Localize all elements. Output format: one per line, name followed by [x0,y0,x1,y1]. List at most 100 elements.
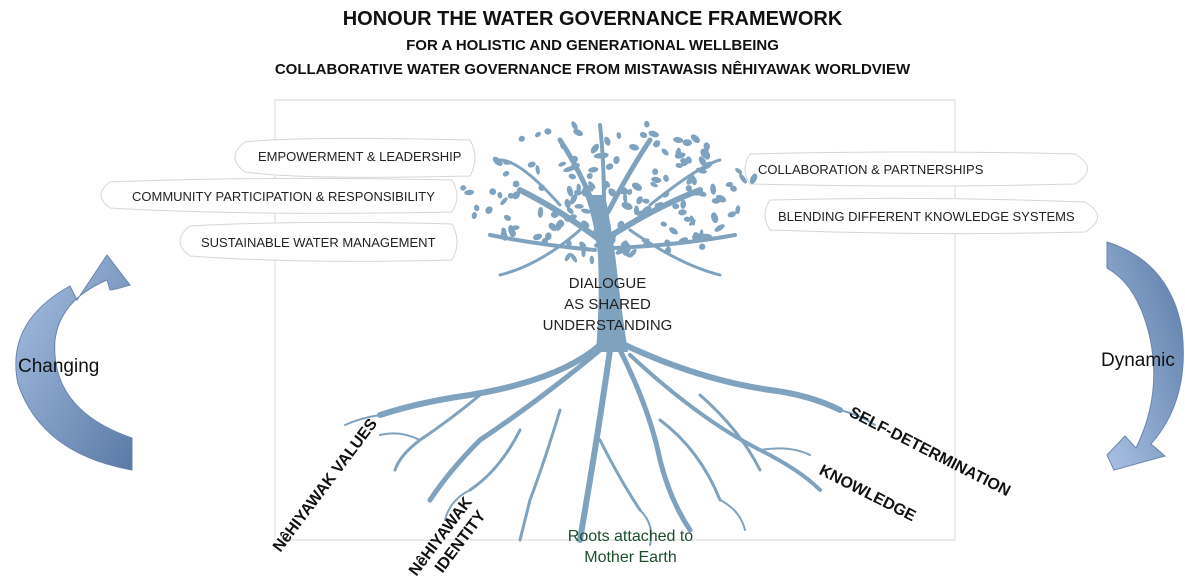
leaf [672,203,680,210]
framework-subtitle: FOR A HOLISTIC AND GENERATIONAL WELLBEIN… [406,37,779,54]
leaf [566,185,574,197]
leaf [489,188,497,196]
leaf [589,255,595,265]
leaf [685,185,692,192]
branch-label-sustainable: SUSTAINABLE WATER MANAGEMENT [201,235,436,250]
leaf [588,181,596,189]
dynamic-label: Dynamic [1101,350,1175,371]
leaf [566,207,574,215]
leaf [669,227,678,235]
leaf [485,206,493,214]
leaf [471,211,477,220]
leaf [714,224,725,232]
leaf [548,222,558,231]
leaf [725,182,733,187]
leaf [607,250,614,258]
leaf [588,167,599,173]
leaf [629,144,640,151]
leaf [696,167,707,174]
leaf [739,173,747,184]
branch-label-collaboration: COLLABORATION & PARTNERSHIPS [758,162,984,177]
leaf [605,163,614,170]
leaf [582,188,591,197]
leaf [682,139,692,147]
leaf [558,161,567,167]
leaf [604,136,611,146]
tree-roots [344,342,876,546]
framework-frame [274,99,956,541]
leaf [644,120,650,128]
leaf [635,210,647,217]
tree-illustration [344,120,876,546]
leaf [700,233,713,239]
leaf [500,197,508,206]
framework-title: HONOUR THE WATER GOVERNANCE FRAMEWORK [342,8,843,30]
leaf [629,248,637,258]
leaf [555,219,563,231]
leaf [537,206,544,218]
leaf [698,243,706,250]
trunk-label-line1: DIALOGUE [568,275,647,292]
leaf [710,183,717,195]
leaf [590,143,600,154]
leaf [675,163,683,168]
leaf [579,241,587,250]
leaf [527,161,536,168]
mother-earth-line1: Roots attached to [567,528,694,545]
leaf [660,221,668,227]
leaf [564,198,571,209]
leaf [674,152,686,159]
leaf [662,190,670,198]
leaf [568,214,577,221]
leaf [571,155,578,163]
leaf [643,241,649,249]
leaf [678,237,689,245]
leaf [460,185,467,191]
leaf [593,153,606,159]
leaf [564,252,572,262]
leaf [563,166,575,173]
leaf [502,170,510,177]
branch-label-community: COMMUNITY PARTICIPATION & RESPONSIBILITY [132,189,435,204]
branch-clouds [100,137,1098,262]
leaf [648,130,659,138]
leaf [512,191,521,200]
leaf [686,175,695,185]
leaf [689,215,696,226]
leaf [507,192,514,199]
leaf [678,209,687,216]
leaf [518,135,526,142]
leaf [492,156,503,167]
leaf [749,173,758,184]
leaf [503,214,512,221]
leaf [541,238,548,245]
leaf [654,203,661,210]
branch-label-blending: BLENDING DIFFERENT KNOWLEDGE SYSTEMS [778,209,1075,224]
leaf [535,165,540,175]
leaf [627,188,633,195]
leaf [570,253,578,263]
leaf [616,132,622,139]
leaf [601,184,608,190]
leaf [512,180,520,188]
leaf [735,168,743,175]
framework-subtitle-2: COLLABORATIVE WATER GOVERNANCE FROM MIST… [274,61,911,78]
leaf [663,174,669,182]
leaf [621,187,629,195]
leaf [560,142,566,150]
leaf [593,215,600,222]
leaf [617,220,625,230]
leaf [621,202,633,210]
cloud-collaboration [744,151,1088,187]
leaf [650,182,658,188]
cloud-sustainable [179,221,458,262]
leaf [568,173,577,180]
changing-label: Changing [18,356,100,377]
leaf [581,247,586,258]
leaf [703,142,710,151]
leaf [571,121,578,130]
leaf [464,189,475,196]
leaf [497,191,503,199]
cloud-empowerment [234,137,476,178]
